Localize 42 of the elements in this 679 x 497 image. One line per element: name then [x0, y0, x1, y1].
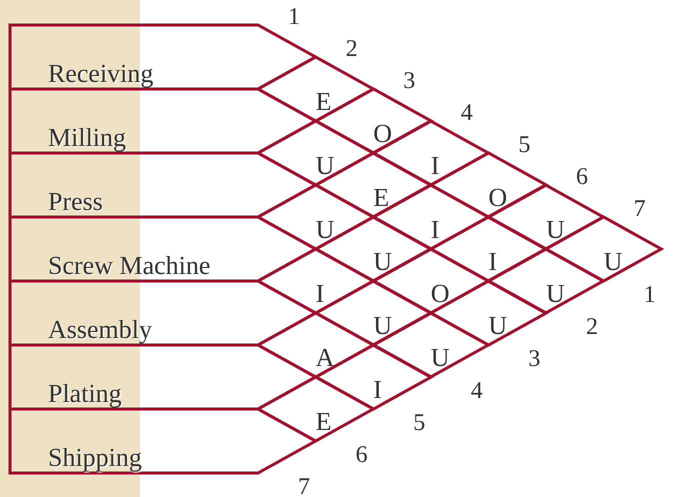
- department-label: Screw Machine: [48, 253, 210, 279]
- relationship-code: E: [373, 185, 390, 211]
- row-number: 2: [346, 37, 358, 61]
- relationship-code: I: [430, 153, 440, 179]
- department-label: Milling: [48, 125, 126, 151]
- relationship-code: U: [430, 345, 450, 371]
- relationship-code: I: [488, 249, 498, 275]
- row-number: 4: [470, 379, 483, 403]
- row-number: 5: [413, 411, 426, 435]
- department-label: Shipping: [48, 445, 142, 471]
- relationship-code: U: [604, 249, 622, 275]
- department-label: Receiving: [48, 61, 154, 87]
- row-number: 6: [356, 443, 368, 467]
- relationship-code: U: [373, 249, 392, 275]
- row-number: 6: [576, 165, 588, 189]
- relationship-code: U: [316, 217, 334, 243]
- relationship-code: E: [316, 89, 332, 115]
- relationship-code: O: [430, 281, 450, 307]
- relationship-code: O: [373, 121, 392, 147]
- relationship-code: I: [373, 377, 382, 403]
- relationship-code: I: [430, 217, 440, 243]
- relationship-code: U: [488, 313, 508, 339]
- department-label: Assembly: [48, 317, 152, 343]
- relationship-code: U: [546, 217, 565, 243]
- row-number: 5: [518, 133, 530, 157]
- department-label: Press: [48, 189, 103, 215]
- relationship-code: I: [316, 281, 324, 307]
- row-number: 7: [634, 197, 646, 221]
- relationship-code: U: [373, 313, 392, 339]
- relationship-code: U: [316, 153, 334, 179]
- relationship-code: U: [546, 281, 565, 307]
- row-number: 1: [644, 283, 656, 307]
- row-number: 1: [288, 5, 300, 29]
- row-number: 2: [586, 315, 598, 339]
- row-number: 3: [403, 69, 416, 93]
- row-number: 7: [298, 475, 310, 497]
- relationship-code: A: [316, 345, 334, 371]
- department-label: Plating: [48, 381, 122, 407]
- relationship-code: E: [316, 409, 332, 435]
- row-number: 3: [528, 347, 540, 371]
- row-number: 4: [460, 101, 473, 125]
- relationship-code: O: [488, 185, 508, 211]
